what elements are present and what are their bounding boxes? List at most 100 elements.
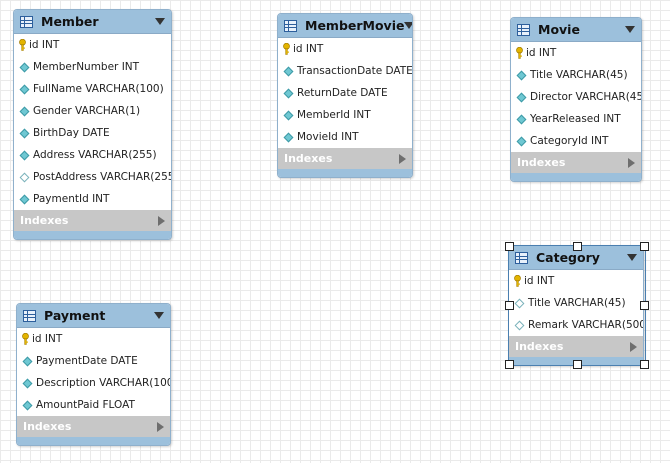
table-member[interactable]: Member id INT MemberNumber INT FullName VA… xyxy=(13,9,172,240)
column-label: id INT xyxy=(29,39,60,51)
triangle-right-icon[interactable] xyxy=(157,421,164,432)
column-row[interactable]: PaymentId INT xyxy=(14,188,171,210)
resize-handle-bottom[interactable] xyxy=(573,360,582,369)
table-footer xyxy=(14,231,171,239)
column-label: id INT xyxy=(524,275,555,287)
filled-diamond-icon xyxy=(22,378,33,388)
column-row[interactable]: id INT xyxy=(17,328,170,350)
column-label: Remark VARCHAR(500) xyxy=(528,319,644,331)
table-payment[interactable]: Payment id INT PaymentDate DATE Descriptio… xyxy=(16,303,171,446)
resize-handle-right[interactable] xyxy=(640,301,649,310)
filled-diamond-icon xyxy=(19,128,30,138)
filled-diamond-icon xyxy=(22,356,33,366)
chevron-down-icon[interactable] xyxy=(154,312,164,319)
table-icon xyxy=(23,309,36,322)
column-label: PaymentId INT xyxy=(33,193,110,205)
filled-diamond-icon xyxy=(19,106,30,116)
column-row[interactable]: BirthDay DATE xyxy=(14,122,171,144)
filled-diamond-icon xyxy=(283,88,294,98)
chevron-down-icon[interactable] xyxy=(625,26,635,33)
column-row[interactable]: PaymentDate DATE xyxy=(17,350,170,372)
table-movie[interactable]: Movie id INT Title VARCHAR(45) Director VA… xyxy=(510,17,642,182)
column-row[interactable]: MovieId INT xyxy=(278,126,412,148)
column-row[interactable]: MemberNumber INT xyxy=(14,56,171,78)
column-label: MovieId INT xyxy=(297,131,359,143)
table-footer xyxy=(511,173,641,181)
resize-handle-left[interactable] xyxy=(505,301,514,310)
resize-handle-bottom-right[interactable] xyxy=(640,360,649,369)
resize-handle-bottom-left[interactable] xyxy=(505,360,514,369)
column-row[interactable]: TransactionDate DATE xyxy=(278,60,412,82)
chevron-down-icon[interactable] xyxy=(155,18,165,25)
column-label: PaymentDate DATE xyxy=(36,355,138,367)
column-row[interactable]: MemberId INT xyxy=(278,104,412,126)
column-row[interactable]: id INT xyxy=(509,270,643,292)
column-row[interactable]: PostAddress VARCHAR(255) xyxy=(14,166,171,188)
column-row[interactable]: id INT xyxy=(278,38,412,60)
column-label: MemberNumber INT xyxy=(33,61,140,73)
hollow-diamond-icon xyxy=(514,298,525,308)
table-category[interactable]: Category id INT Title VARCHAR(45) Remark V… xyxy=(508,245,644,366)
indexes-section[interactable]: Indexes xyxy=(511,152,641,173)
column-row[interactable]: Gender VARCHAR(1) xyxy=(14,100,171,122)
table-header[interactable]: Movie xyxy=(511,18,641,42)
resize-handle-top-right[interactable] xyxy=(640,242,649,251)
column-label: Title VARCHAR(45) xyxy=(530,69,628,81)
indexes-section[interactable]: Indexes xyxy=(278,148,412,169)
column-label: TransactionDate DATE xyxy=(297,65,413,77)
column-label: id INT xyxy=(526,47,557,59)
filled-diamond-icon xyxy=(516,70,527,80)
column-label: MemberId INT xyxy=(297,109,371,121)
table-header[interactable]: MemberMovie xyxy=(278,14,412,38)
column-row[interactable]: Title VARCHAR(45) xyxy=(511,64,641,86)
column-label: Description VARCHAR(100) xyxy=(36,377,171,389)
column-label: Gender VARCHAR(1) xyxy=(33,105,141,117)
column-row[interactable]: CategoryId INT xyxy=(511,130,641,152)
indexes-section[interactable]: Indexes xyxy=(509,336,643,357)
column-row[interactable]: id INT xyxy=(511,42,641,64)
resize-handle-top-left[interactable] xyxy=(505,242,514,251)
indexes-label: Indexes xyxy=(20,214,69,227)
column-row[interactable]: Description VARCHAR(100) xyxy=(17,372,170,394)
table-membermovie[interactable]: MemberMovie id INT TransactionDate DATE Re… xyxy=(277,13,413,178)
column-row[interactable]: AmountPaid FLOAT xyxy=(17,394,170,416)
table-title: Movie xyxy=(538,22,580,37)
column-label: id INT xyxy=(32,333,63,345)
triangle-right-icon[interactable] xyxy=(630,341,637,352)
chevron-down-icon[interactable] xyxy=(404,22,412,29)
filled-diamond-icon xyxy=(283,132,294,142)
table-header[interactable]: Payment xyxy=(17,304,170,328)
column-row[interactable]: FullName VARCHAR(100) xyxy=(14,78,171,100)
column-label: BirthDay DATE xyxy=(33,127,110,139)
column-label: Director VARCHAR(45) xyxy=(530,91,642,103)
column-row[interactable]: Title VARCHAR(45) xyxy=(509,292,643,314)
column-row[interactable]: Remark VARCHAR(500) xyxy=(509,314,643,336)
indexes-section[interactable]: Indexes xyxy=(17,416,170,437)
key-icon xyxy=(18,38,27,51)
triangle-right-icon[interactable] xyxy=(399,153,406,164)
table-icon xyxy=(284,19,297,32)
column-row[interactable]: ReturnDate DATE xyxy=(278,82,412,104)
indexes-label: Indexes xyxy=(517,156,566,169)
column-row[interactable]: Address VARCHAR(255) xyxy=(14,144,171,166)
chevron-down-icon[interactable] xyxy=(627,254,637,261)
resize-handle-top[interactable] xyxy=(573,242,582,251)
column-label: AmountPaid FLOAT xyxy=(36,399,135,411)
table-header[interactable]: Member xyxy=(14,10,171,34)
key-icon xyxy=(282,42,291,55)
filled-diamond-icon xyxy=(19,194,30,204)
filled-diamond-icon xyxy=(19,150,30,160)
filled-diamond-icon xyxy=(22,400,33,410)
column-label: YearReleased INT xyxy=(530,113,621,125)
column-row[interactable]: YearReleased INT xyxy=(511,108,641,130)
filled-diamond-icon xyxy=(516,114,527,124)
table-title: MemberMovie xyxy=(305,18,405,33)
column-row[interactable]: Director VARCHAR(45) xyxy=(511,86,641,108)
indexes-section[interactable]: Indexes xyxy=(14,210,171,231)
triangle-right-icon[interactable] xyxy=(158,215,165,226)
table-title: Category xyxy=(536,250,600,265)
indexes-label: Indexes xyxy=(515,340,564,353)
column-row[interactable]: id INT xyxy=(14,34,171,56)
triangle-right-icon[interactable] xyxy=(628,157,635,168)
hollow-diamond-icon xyxy=(19,172,30,182)
